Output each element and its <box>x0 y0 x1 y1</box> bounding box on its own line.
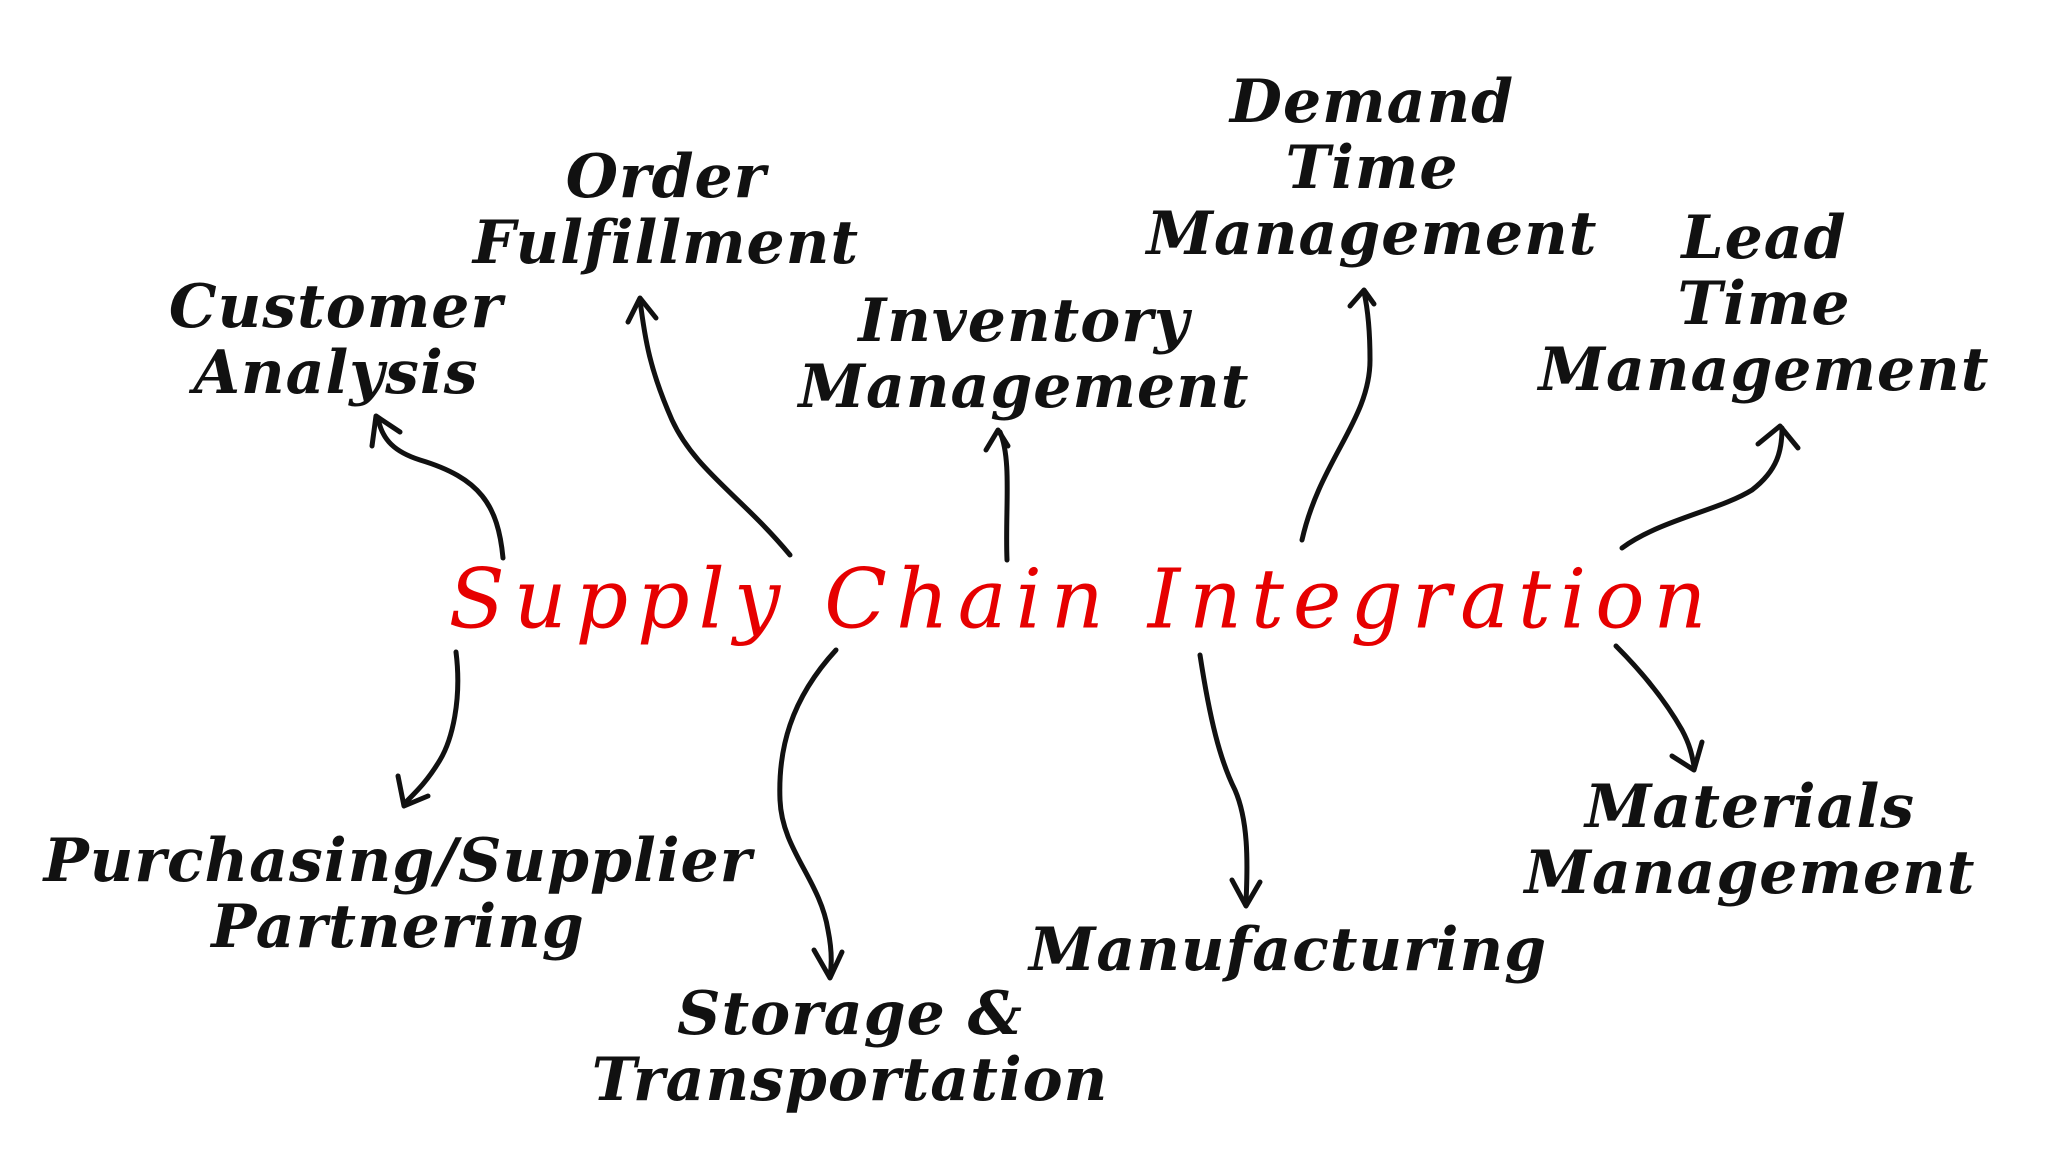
node-line: Management <box>1524 838 1976 908</box>
arrowhead-materials-management <box>1669 739 1705 773</box>
node-line: Materials <box>1584 772 1916 842</box>
arrow-lead-time-management <box>1619 425 1785 551</box>
node-line: Time <box>1285 133 1459 203</box>
node-line: Management <box>798 352 1250 422</box>
center-title: Supply Chain Integration <box>448 552 1716 648</box>
node-line: Purchasing/Supplier <box>43 826 753 896</box>
arrow-customer-analysis <box>375 415 506 561</box>
node-line: Manufacturing <box>1028 915 1548 985</box>
node-line: Time <box>1677 269 1851 339</box>
arrow-inventory-management <box>997 429 1010 563</box>
node-manufacturing: Manufacturing <box>1029 917 1547 983</box>
arrow-materials-management <box>1613 643 1697 769</box>
node-demand-time-management: Demand Time Management <box>1147 69 1598 267</box>
node-customer-analysis: Customer Analysis <box>169 274 503 406</box>
arrowhead-demand-time-management <box>1347 287 1377 309</box>
arrow-purchasing-supplier <box>403 649 461 805</box>
node-line: Management <box>1538 335 1990 405</box>
arrowhead-manufacturing <box>1229 877 1263 909</box>
node-line: Demand <box>1229 67 1515 137</box>
node-lead-time-management: Lead Time Management <box>1539 205 1990 403</box>
arrow-demand-time-management <box>1299 289 1373 543</box>
node-materials-management: Materials Management <box>1525 774 1976 906</box>
node-line: Storage & <box>677 979 1023 1049</box>
node-line: Order <box>565 142 767 212</box>
node-line: Transportation <box>591 1045 1109 1115</box>
arrow-storage-transportation <box>777 647 839 979</box>
node-inventory-management: Inventory Management <box>799 288 1250 420</box>
arrowhead-purchasing-supplier <box>395 773 431 809</box>
arrowhead-inventory-management <box>983 427 1011 453</box>
node-line: Customer <box>168 272 504 342</box>
arrowhead-lead-time-management <box>1755 423 1801 451</box>
node-line: Lead <box>1681 203 1847 273</box>
node-line: Partnering <box>211 892 585 962</box>
arrow-manufacturing <box>1197 652 1250 905</box>
arrowhead-customer-analysis <box>369 413 403 449</box>
node-order-fulfillment: Order Fulfillment <box>473 144 859 276</box>
arrowhead-order-fulfillment <box>625 295 659 325</box>
node-line: Fulfillment <box>472 208 860 278</box>
node-line: Analysis <box>193 338 479 408</box>
node-purchasing-supplier-partnering: Purchasing/Supplier Partnering <box>44 828 753 960</box>
node-line: Inventory <box>858 286 1190 356</box>
arrowhead-storage-transportation <box>811 947 845 981</box>
node-storage-transportation: Storage & Transportation <box>592 981 1109 1113</box>
arrow-order-fulfillment <box>637 297 793 558</box>
node-line: Management <box>1146 199 1598 269</box>
